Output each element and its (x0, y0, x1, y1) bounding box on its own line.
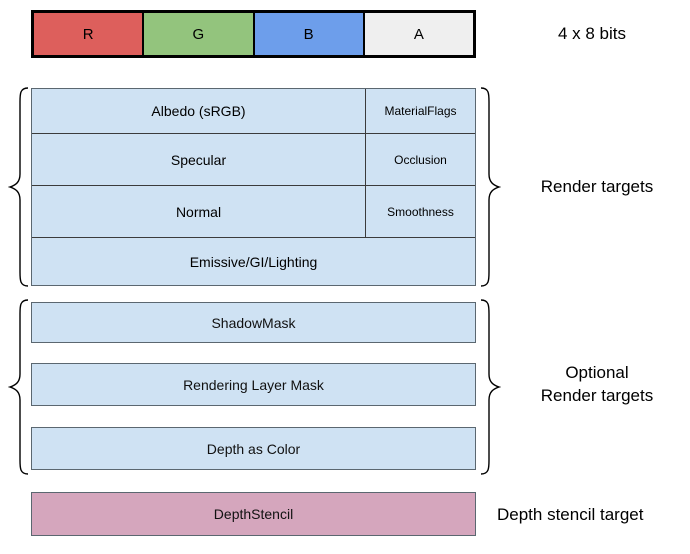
table-row: Specular Occlusion (32, 134, 475, 186)
channel-strip-annotation: 4 x 8 bits (557, 24, 627, 43)
table-row: Emissive/GI/Lighting (32, 238, 475, 285)
channel-cell-g: G (144, 13, 255, 55)
depth-stencil-target-box: DepthStencil (31, 492, 476, 536)
brace-left-optional-render-targets (8, 298, 30, 476)
brace-right-render-targets (479, 86, 501, 288)
render-target-normal: Normal (175, 203, 222, 220)
channel-cell-b: B (254, 13, 365, 55)
optional-render-targets-annotation-line1: Optional (565, 363, 629, 382)
channel-cell-r: R (34, 13, 145, 55)
channel-strip: R G B A (31, 10, 476, 58)
brace-left-render-targets (8, 86, 30, 288)
render-target-smoothness: Smoothness (365, 186, 475, 237)
depth-stencil-annotation: Depth stencil target (497, 505, 644, 524)
optional-render-targets-annotation-line2: Render targets (540, 386, 654, 405)
render-targets-group: Albedo (sRGB) MaterialFlags Specular Occ… (31, 88, 476, 286)
render-target-albedo: Albedo (sRGB) (151, 103, 246, 119)
render-target-specular: Specular (170, 151, 227, 168)
optional-render-target-shadowmask: ShadowMask (31, 302, 476, 343)
optional-render-target-rendering-layer-mask: Rendering Layer Mask (31, 363, 476, 406)
brace-right-optional-render-targets (479, 298, 501, 476)
optional-render-target-depth-as-color: Depth as Color (31, 427, 476, 470)
table-row: Normal Smoothness (32, 186, 475, 238)
render-targets-annotation: Render targets (540, 177, 654, 196)
channel-cell-a: A (364, 13, 473, 55)
render-target-material-flags: MaterialFlags (365, 89, 475, 133)
render-target-occlusion: Occlusion (365, 134, 475, 185)
render-target-emissive-gi-lighting: Emissive/GI/Lighting (189, 253, 318, 270)
table-row: Albedo (sRGB) MaterialFlags (32, 89, 475, 134)
